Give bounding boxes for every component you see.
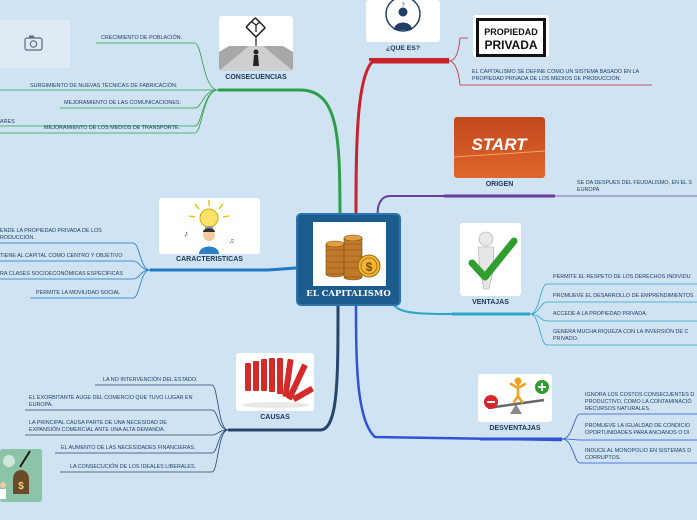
desventajas-item-1[interactable]: IGNORA LOS COSTOS CONSECUENTES D PRODUCT… — [585, 392, 695, 412]
origen-title[interactable]: ORIGEN — [485, 181, 514, 188]
que-es-title[interactable]: ¿QUE ES? — [386, 45, 420, 52]
causas-item-3[interactable]: LA PRINCIPAL CAUSA PARTE DE UNA NECESIDA… — [29, 420, 167, 433]
ventajas-item-1[interactable]: PERMITE EL RESPETO DE LOS DERECHOS INDIV… — [553, 274, 691, 280]
origen-item[interactable]: SE DA DESPUES DEL FEUDALISMO, EN EL S EU… — [577, 180, 692, 193]
svg-text:♪: ♪ — [184, 229, 188, 238]
svg-text:$: $ — [366, 260, 373, 274]
camera-placeholder — [0, 20, 70, 68]
propiedad-privada-image: PROPIEDAD PRIVADA — [473, 15, 549, 57]
caracteristicas-title[interactable]: CARACTERISTICAS — [176, 256, 243, 263]
caracteristicas-item-4[interactable]: PERMITE LA MOVILIDAD SOCIAL — [36, 290, 121, 296]
causas-image — [236, 353, 314, 411]
propiedad-privada-sign-icon: PROPIEDAD PRIVADA — [476, 18, 546, 57]
central-topic[interactable]: $ EL CAPITALISMO — [296, 213, 401, 306]
desventajas-item-3[interactable]: INDUCE AL MONOPOLIO EN SISTEMAS D CORRUP… — [585, 448, 692, 461]
checkmark-figure-icon — [468, 231, 518, 290]
desventajas-image — [478, 374, 552, 422]
ventajas-title[interactable]: VENTAJAS — [472, 299, 509, 306]
ventajas-item-2[interactable]: PROMUEVE EL DESARROLLO DE EMPRENDIMIENTO… — [553, 293, 694, 299]
origen-image: START — [454, 117, 545, 178]
central-title: EL CAPITALISMO — [306, 289, 391, 299]
ventajas-item-4[interactable]: GENERA MUCHA RIQUEZA CON LA INVERSIÓN DE… — [553, 329, 689, 342]
caracteristicas-item-2[interactable]: TIENE AL CAPITAL COMO CENTRO Y OBJETIVO — [0, 253, 123, 259]
consecuencias-item-4[interactable]: MEJORAMIENTO DE LOS MEDIOS DE TRANSPORTE… — [44, 125, 180, 131]
connector-caracteristicas — [150, 266, 297, 272]
camera-icon — [24, 35, 43, 51]
balance-figure-icon — [484, 377, 549, 414]
causas-item-5[interactable]: LA CONSECUCIÓN DE LOS IDEALES LIBERALES. — [70, 464, 197, 470]
ventajas-item-3[interactable]: ACCEDE A LA PROPIEDAD PRIVADA. — [553, 311, 648, 317]
svg-text:♫: ♫ — [229, 238, 234, 245]
start-road-icon: START — [454, 117, 545, 178]
coins-dollar-image: $ — [313, 222, 386, 286]
que-es-image: ? — [366, 0, 440, 42]
sign-text-line2: PRIVADA — [484, 38, 537, 52]
svg-text:?: ? — [401, 3, 405, 9]
connector-que-es — [354, 60, 449, 226]
consecuencias-image — [219, 16, 293, 71]
desventajas-item-2[interactable]: PROMUEVE LA IGUALDAD DE CONDICIO OPORTUN… — [585, 423, 691, 436]
signpost-icon — [219, 17, 293, 71]
connector-causas — [228, 305, 340, 432]
que-es-item[interactable]: EL CAPITALISMO SE DEFINE COMO UN SISTEMA… — [472, 69, 639, 82]
causas-title[interactable]: CAUSAS — [260, 414, 290, 421]
consecuencias-item-2[interactable]: SURGIMIENTO DE NUEVAS TÉCNICAS DE FABRIC… — [30, 83, 178, 89]
svg-text:$: $ — [18, 481, 24, 492]
connector-desventajas — [354, 299, 563, 442]
coins-dollar-icon: $ — [325, 234, 381, 281]
money-bag-icon: $ — [0, 449, 42, 502]
consecuencias-title[interactable]: CONSECUENCIAS — [225, 74, 287, 81]
desventajas-title[interactable]: DESVENTAJAS — [489, 425, 541, 432]
lightbulb-person-icon: ♪ ♫ — [184, 200, 234, 254]
ventajas-image — [460, 223, 521, 296]
start-text: START — [471, 135, 528, 154]
falling-dominoes-icon — [241, 358, 314, 408]
causas-item-4[interactable]: EL AUMENTO DE LAS NECESIDADES FINANCIERA… — [61, 445, 196, 451]
consecuencias-item-partial[interactable]: ARES — [0, 119, 15, 125]
caracteristicas-item-1[interactable]: ENDE LA PROPIEDAD PRIVADA DE LOS RODUCCI… — [0, 228, 102, 241]
sign-text-line1: PROPIEDAD — [484, 27, 538, 37]
causas-item-2[interactable]: EL EXORBITANTE AUGE DEL COMERCIO QUE TUV… — [29, 395, 193, 408]
consecuencias-item-1[interactable]: CRECIMIENTO DE POBLACIÓN. — [101, 35, 183, 41]
connector-consecuencias — [218, 88, 342, 227]
person-question-icon: ? — [385, 0, 421, 32]
causas-item-1[interactable]: LA NO INTERVENCIÓN DEL ESTADO. — [103, 377, 198, 383]
money-bag-image: $ — [0, 449, 42, 502]
caracteristicas-image: ♪ ♫ — [159, 198, 260, 254]
caracteristicas-item-3[interactable]: RA CLASES SOCIOECONÓMICAS ESPECÍFICAS — [0, 271, 123, 277]
consecuencias-item-3[interactable]: MEJORAMIENTO DE LAS COMUNICACIONES. — [64, 100, 182, 106]
